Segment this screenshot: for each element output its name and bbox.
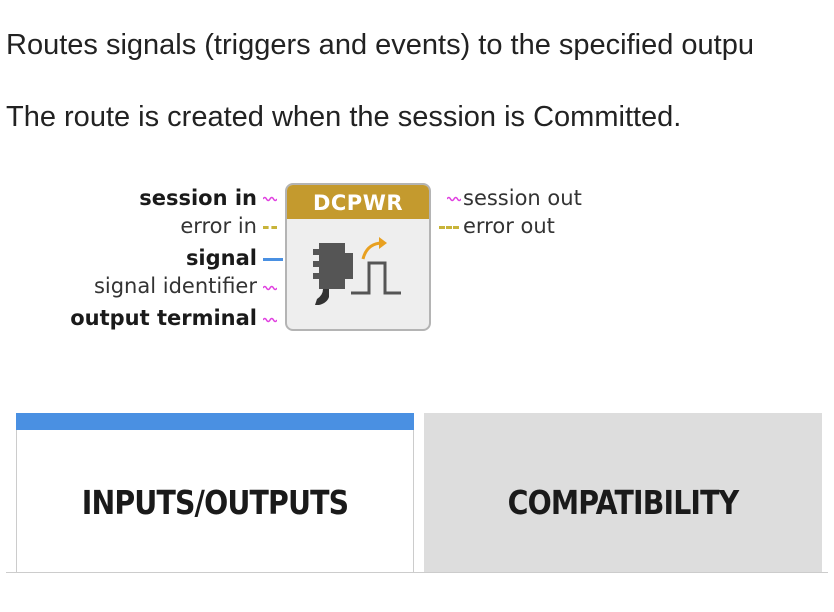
terminal-session-out[interactable]: session out <box>463 186 582 210</box>
output-terminal-wire-icon <box>263 317 277 323</box>
error-in-wire-icon <box>263 226 277 229</box>
tab-label: INPUTS/OUTPUTS <box>81 483 349 522</box>
error-out-wire-icon <box>439 226 459 229</box>
vi-icon-header: DCPWR <box>287 185 429 219</box>
tab-divider <box>6 572 828 573</box>
tab-label: COMPATIBILITY <box>507 483 740 522</box>
route-signal-icon <box>313 237 401 305</box>
description-line-1: Routes signals (triggers and events) to … <box>6 29 754 61</box>
terminal-error-out[interactable]: error out <box>463 214 555 238</box>
session-in-wire-icon <box>263 196 277 202</box>
signal-wire-icon <box>263 258 283 261</box>
tab-active-indicator <box>16 413 414 430</box>
tab-compatibility[interactable]: COMPATIBILITY <box>424 413 822 573</box>
signal-identifier-wire-icon <box>263 285 277 291</box>
terminal-output-terminal[interactable]: output terminal <box>70 306 257 330</box>
terminal-signal[interactable]: signal <box>185 246 257 270</box>
vi-connector-pane: session in error in signal signal identi… <box>0 176 834 346</box>
terminal-signal-identifier[interactable]: signal identifier <box>93 274 257 298</box>
description-line-2: The route is created when the session is… <box>6 101 682 133</box>
terminal-error-in[interactable]: error in <box>180 214 257 238</box>
session-out-wire-icon <box>447 196 461 202</box>
tab-inputs-outputs[interactable]: INPUTS/OUTPUTS <box>16 413 414 573</box>
terminal-session-in[interactable]: session in <box>139 186 257 210</box>
vi-icon[interactable]: DCPWR <box>285 183 431 331</box>
